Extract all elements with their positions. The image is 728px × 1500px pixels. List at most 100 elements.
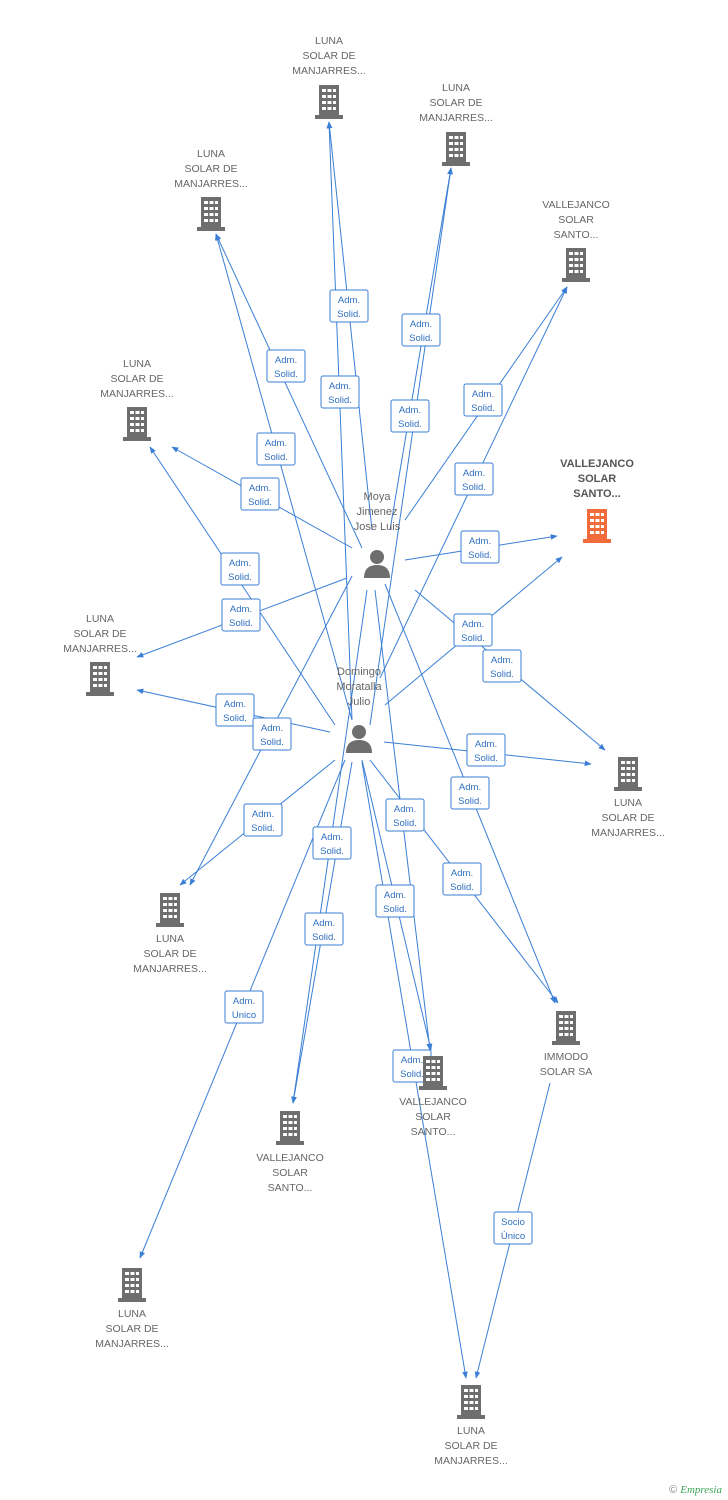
edge-label-box[interactable] [224, 990, 264, 1024]
edge-label-text: Solid. [274, 369, 298, 380]
edge-label-moya-focus[interactable]: Adm.Solid. [460, 530, 500, 564]
company-node-c12[interactable]: VALLEJANCOSOLARSANTO... [256, 1111, 324, 1194]
edge-label-text: Solid. [462, 482, 486, 493]
node-label-line: SOLAR DE [184, 163, 237, 175]
edge-label-moya-c4[interactable]: Adm.Solid. [463, 383, 503, 417]
edge-labels-layer: Adm.Solid.Adm.Solid.Adm.Solid.Adm.Solid.… [215, 289, 533, 1245]
edge-label-domingo-c13[interactable]: Adm.Unico [224, 990, 264, 1024]
edge-label-domingo-c3[interactable]: Adm.Solid. [256, 432, 296, 466]
edge-label-box[interactable] [460, 530, 500, 564]
building-icon[interactable] [156, 893, 184, 927]
edge-label-box[interactable] [482, 649, 522, 683]
edge-label-box[interactable] [463, 383, 503, 417]
person-icon[interactable] [364, 550, 390, 578]
edge-label-domingo-c4[interactable]: Adm.Solid. [454, 462, 494, 496]
edge-label-box[interactable] [466, 733, 506, 767]
building-icon[interactable] [562, 248, 590, 282]
edge-label-domingo-focus[interactable]: Adm.Solid. [453, 613, 493, 647]
edge-label-box[interactable] [375, 884, 415, 918]
edge-label-domingo-c10[interactable]: Adm.Solid. [442, 862, 482, 896]
edge-label-domingo-c8[interactable]: Adm.Solid. [466, 733, 506, 767]
edge-label-domingo-c12[interactable]: Adm.Solid. [304, 912, 344, 946]
node-label-line: SOLAR DE [302, 50, 355, 62]
edge-label-box[interactable] [304, 912, 344, 946]
edge-label-moya-c9[interactable]: Adm.Solid. [252, 717, 292, 751]
edge-label-box[interactable] [243, 803, 283, 837]
empresia-logo[interactable]: Empresia [680, 1484, 722, 1496]
edge-label-box[interactable] [390, 399, 430, 433]
edge-label-moya-c5[interactable]: Adm.Solid. [240, 477, 280, 511]
company-node-c4[interactable]: VALLEJANCOSOLARSANTO... [542, 199, 610, 282]
edge-label-text: Adm. [472, 389, 494, 400]
building-icon[interactable] [276, 1111, 304, 1145]
edge-label-box[interactable] [454, 462, 494, 496]
focus-company-node-focus[interactable]: VALLEJANCOSOLARSANTO... [560, 458, 634, 543]
edge-label-box[interactable] [221, 598, 261, 632]
edge-label-box[interactable] [401, 313, 441, 347]
edge-label-box[interactable] [215, 693, 255, 727]
edge-label-text: Unico [232, 1010, 256, 1021]
edge-label-domingo-c5[interactable]: Adm.Solid. [220, 552, 260, 586]
building-icon[interactable] [583, 509, 611, 543]
building-icon[interactable] [442, 132, 470, 166]
edge-label-text: Solid. [251, 823, 275, 834]
node-label-line: SOLAR DE [601, 812, 654, 824]
edge-label-domingo-c9[interactable]: Adm.Solid. [243, 803, 283, 837]
building-icon[interactable] [419, 1056, 447, 1090]
edge-label-box[interactable] [240, 477, 280, 511]
edge-label-moya-c10[interactable]: Adm.Solid. [450, 776, 490, 810]
edge-label-text: Adm. [261, 723, 283, 734]
edge-label-box[interactable] [320, 375, 360, 409]
building-icon[interactable] [315, 85, 343, 119]
edge-label-domingo-c7[interactable]: Adm.Solid. [215, 693, 255, 727]
node-label-line: SOLAR DE [73, 628, 126, 640]
node-label-line: MANJARRES... [95, 1338, 169, 1350]
edge-label-moya-c3[interactable]: Adm.Solid. [266, 349, 306, 383]
building-icon[interactable] [552, 1011, 580, 1045]
edge-label-box[interactable] [453, 613, 493, 647]
edge-label-box[interactable] [493, 1211, 533, 1245]
edge-label-moya-c8[interactable]: Adm.Solid. [482, 649, 522, 683]
edge-label-text: Adm. [451, 868, 473, 879]
edge-label-box[interactable] [312, 826, 352, 860]
person-icon[interactable] [346, 725, 372, 753]
edge-label-text: Solid. [383, 904, 407, 915]
edge-label-moya-c12[interactable]: Adm.Solid. [312, 826, 352, 860]
edge-label-domingo-c2[interactable]: Adm.Solid. [390, 399, 430, 433]
edge-label-domingo-c11[interactable]: Adm.Solid. [375, 884, 415, 918]
edge-label-box[interactable] [256, 432, 296, 466]
edge-label-domingo-c1[interactable]: Adm.Solid. [320, 375, 360, 409]
edge-label-moya-c7[interactable]: Adm.Solid. [221, 598, 261, 632]
edge-label-moya-c1[interactable]: Adm.Solid. [329, 289, 369, 323]
edge-label-box[interactable] [220, 552, 260, 586]
building-icon[interactable] [118, 1268, 146, 1302]
edge-label-moya-c11[interactable]: Adm.Solid. [385, 798, 425, 832]
building-icon[interactable] [197, 197, 225, 231]
edge-label-box[interactable] [252, 717, 292, 751]
edge-label-box[interactable] [266, 349, 306, 383]
building-icon[interactable] [457, 1385, 485, 1419]
building-icon[interactable] [614, 757, 642, 791]
company-node-c11[interactable]: VALLEJANCOSOLARSANTO... [399, 1056, 467, 1138]
edge-label-box[interactable] [329, 289, 369, 323]
building-icon[interactable] [86, 662, 114, 696]
edge-label-box[interactable] [442, 862, 482, 896]
edge-label-moya-c2[interactable]: Adm.Solid. [401, 313, 441, 347]
edge-label-box[interactable] [385, 798, 425, 832]
edge-label-box[interactable] [450, 776, 490, 810]
building-icon[interactable] [123, 407, 151, 441]
node-label-line: Moya [364, 491, 392, 503]
